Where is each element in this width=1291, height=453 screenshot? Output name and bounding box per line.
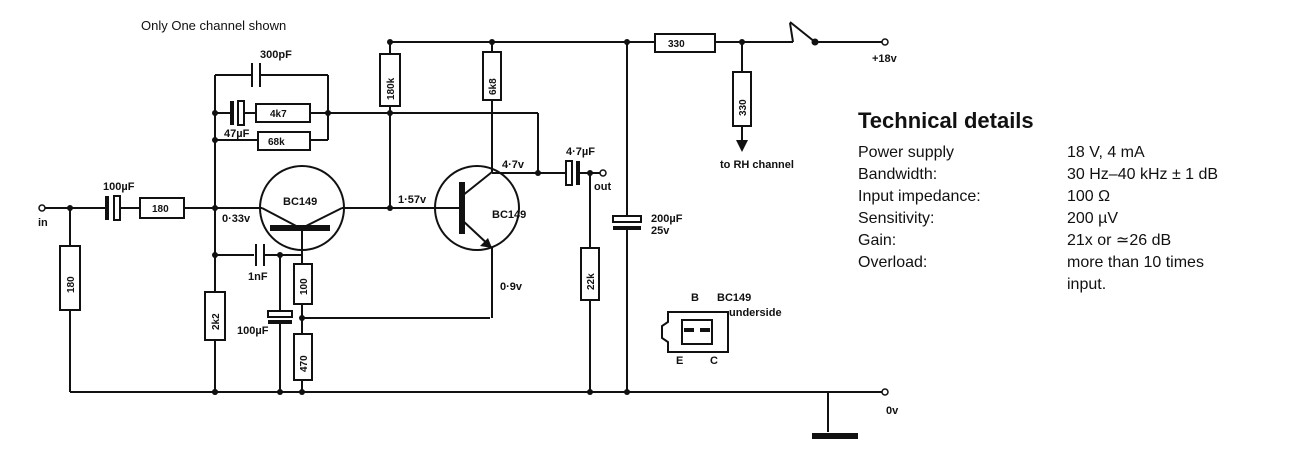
output-label: out	[594, 181, 611, 193]
capacitor-300pf-label: 300pF	[260, 49, 292, 61]
capacitor-supply-label: 200µF	[651, 213, 683, 225]
capacitor-output-label: 4·7µF	[566, 146, 595, 158]
ground-terminal	[881, 388, 889, 396]
detail-value: 21x or ≃26 dB	[1067, 232, 1172, 249]
capacitor-47uf-label: 47µF	[224, 128, 250, 140]
transistor-q2-label: BC149	[492, 209, 526, 221]
detail-value: 30 Hz–40 kHz ± 1 dB	[1067, 166, 1219, 183]
transistor-q1	[259, 165, 345, 264]
voltage-base-q2: 1·57v	[398, 194, 427, 206]
pinout-b-label: B	[691, 292, 699, 304]
capacitor-1nf	[255, 244, 265, 266]
pinout-c-label: C	[710, 355, 718, 367]
ground-rail	[70, 391, 882, 439]
resistor-470-label: 470	[299, 355, 310, 372]
detail-key: Gain:	[858, 232, 897, 249]
detail-row: input.	[858, 274, 1218, 296]
detail-key: Overload:	[858, 254, 928, 271]
resistor-330-rh-label: 330	[738, 99, 749, 116]
output-terminal	[599, 169, 607, 177]
voltage-base-q1: 0·33v	[222, 213, 251, 225]
power-switch	[789, 21, 819, 46]
supply-terminal	[881, 38, 889, 46]
capacitor-300pf	[251, 63, 261, 87]
resistor-68k-label: 68k	[268, 137, 285, 148]
bc149-pinout	[661, 311, 729, 353]
detail-key: Bandwidth:	[858, 166, 938, 183]
capacitor-input	[105, 195, 121, 221]
resistor-4k7-label: 4k7	[270, 109, 287, 120]
detail-row: Overload: more than 10 times	[858, 252, 1218, 274]
arrow-down-icon	[736, 140, 748, 152]
detail-value: 18 V, 4 mA	[1067, 144, 1145, 161]
detail-value: 200 µV	[1067, 210, 1119, 227]
detail-value: more than 10 times	[1067, 254, 1204, 271]
transistor-q1-label: BC149	[283, 196, 317, 208]
transistor-q2	[430, 165, 520, 251]
resistor-input-shunt-label: 180	[66, 276, 77, 293]
resistor-330-supply	[654, 33, 716, 53]
resistor-330-rh	[732, 71, 752, 127]
detail-key: Power supply	[858, 144, 955, 161]
resistor-22k-label: 22k	[586, 273, 597, 290]
pinout-e-label: E	[676, 355, 683, 367]
input-terminal	[38, 204, 46, 212]
capacitor-input-label: 100µF	[103, 181, 135, 193]
voltage-collector-q2: 4·7v	[502, 159, 525, 171]
resistor-330-supply-label: 330	[668, 39, 685, 50]
resistor-100-label: 100	[299, 278, 310, 295]
input-label: in	[38, 217, 48, 229]
detail-key: Input impedance:	[858, 188, 981, 205]
technical-details: Technical details Power supply 18 V, 4 m…	[858, 108, 1278, 296]
rh-channel-label: to RH channel	[720, 159, 794, 171]
detail-value: input.	[1067, 276, 1107, 293]
ground-label: 0v	[886, 405, 899, 417]
resistor-2k2-label: 2k2	[211, 313, 222, 330]
technical-details-table: Power supply 18 V, 4 mA Bandwidth: 30 Hz…	[858, 142, 1218, 296]
voltage-emitter-q2: 0·9v	[500, 281, 523, 293]
capacitor-1nf-label: 1nF	[248, 271, 268, 283]
capacitor-100uf-label: 100µF	[237, 325, 269, 337]
pinout-subtitle: underside	[729, 307, 782, 319]
resistor-2k2	[204, 291, 226, 341]
resistor-input-shunt	[59, 245, 81, 311]
detail-key	[858, 274, 1067, 296]
one-channel-note: Only One channel shown	[141, 18, 286, 33]
detail-row: Bandwidth: 30 Hz–40 kHz ± 1 dB	[858, 164, 1218, 186]
detail-key: Sensitivity:	[858, 210, 935, 227]
capacitor-supply-voltage: 25v	[651, 225, 670, 237]
resistor-6k8-label: 6k8	[488, 78, 499, 95]
capacitor-supply	[612, 215, 642, 230]
detail-row: Power supply 18 V, 4 mA	[858, 142, 1218, 164]
capacitor-output	[565, 160, 580, 186]
capacitor-47uf	[230, 100, 245, 126]
detail-value: 100 Ω	[1067, 188, 1111, 205]
capacitor-100uf-emitter	[267, 310, 293, 324]
pinout-title: BC149	[717, 292, 751, 304]
supply-label: +18v	[872, 53, 898, 65]
resistor-input-series-label: 180	[152, 204, 169, 215]
detail-row: Sensitivity: 200 µV	[858, 208, 1218, 230]
technical-details-title: Technical details	[858, 108, 1034, 133]
detail-row: Input impedance: 100 Ω	[858, 186, 1218, 208]
resistor-180k-label: 180k	[386, 77, 397, 100]
detail-row: Gain: 21x or ≃26 dB	[858, 230, 1218, 252]
